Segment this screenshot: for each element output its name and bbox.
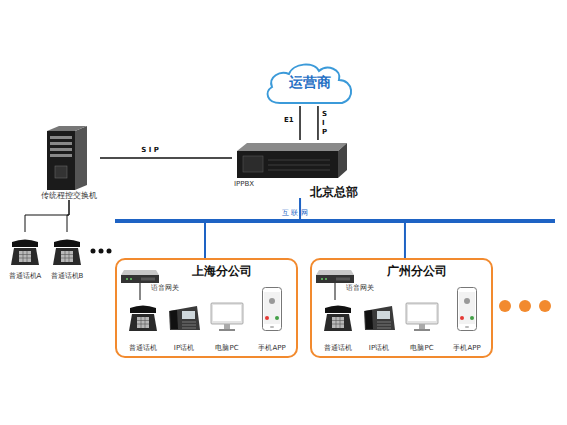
- connector-line: [299, 106, 301, 140]
- node-label: 手机APP: [251, 344, 293, 352]
- connector-line: [335, 283, 336, 300]
- more-branches-dots: [499, 300, 551, 312]
- node-label: 上海分公司: [192, 264, 258, 278]
- pc-icon: [211, 303, 243, 331]
- desk-phone-icon: [11, 240, 39, 266]
- node-label: 普通话机A: [4, 272, 46, 280]
- edge-label: E1: [284, 116, 296, 124]
- connector-line: [67, 200, 69, 232]
- node-label: IPPBX: [234, 180, 274, 188]
- ip-phone-icon: [169, 306, 200, 330]
- node-label: 互 联 网: [245, 209, 345, 217]
- edge-label: S I P: [322, 110, 328, 137]
- node-label: 普通话机: [123, 344, 163, 352]
- ip-phone-icon: [364, 306, 395, 330]
- ellipsis-dots: [91, 249, 112, 254]
- gateway-icon: [316, 270, 354, 283]
- connector-line: [204, 223, 206, 258]
- gateway-icon: [121, 270, 159, 283]
- node-label: 普通话机B: [46, 272, 88, 280]
- node-label: IP话机: [360, 344, 398, 352]
- cloud-node: 运营商: [262, 60, 358, 106]
- node-label: IP话机: [165, 344, 203, 352]
- device-node: 互 联 网: [115, 219, 555, 223]
- node-label: 广州分公司: [387, 264, 453, 278]
- node-label: 运营商: [262, 74, 358, 91]
- connector-line: [140, 283, 141, 300]
- pc-icon: [406, 303, 438, 331]
- ippbx-server: [237, 143, 347, 178]
- node-label: 传统程控交换机: [38, 191, 100, 200]
- node-label: 北京总部: [310, 185, 358, 199]
- edge-label: S I P: [130, 146, 170, 154]
- desk-phone-icon: [53, 240, 81, 266]
- connector-line: [404, 223, 406, 258]
- node-label: 电脑PC: [402, 344, 442, 352]
- node-label: 手机APP: [446, 344, 488, 352]
- node-label: 语音网关: [346, 284, 380, 292]
- node-label: 普通话机: [318, 344, 358, 352]
- desk-phone-icon: [324, 306, 352, 332]
- connector-line: [100, 157, 232, 159]
- node-label: 电脑PC: [207, 344, 247, 352]
- node-label: 语音网关: [151, 284, 185, 292]
- mobile-icon: [263, 288, 282, 331]
- mobile-icon: [458, 288, 477, 331]
- desk-phone-icon: [129, 306, 157, 332]
- connector-line: [317, 106, 319, 140]
- pbx-tower: [47, 126, 87, 190]
- connector-line: [299, 198, 301, 219]
- connector-line: [25, 200, 69, 232]
